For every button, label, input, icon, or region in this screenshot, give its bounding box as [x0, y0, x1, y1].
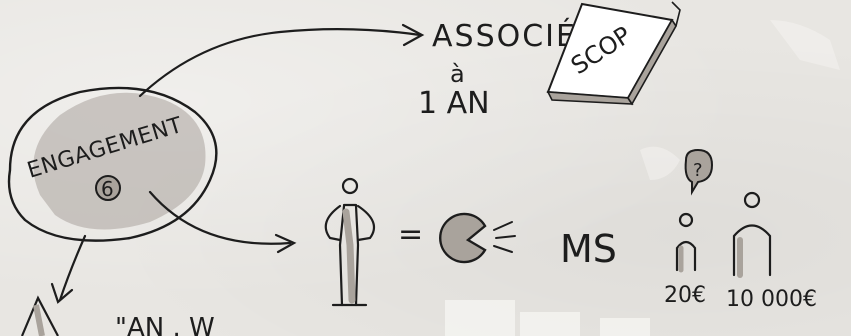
partial-figure — [22, 298, 58, 336]
question-mark: ? — [693, 160, 703, 181]
person-icon — [326, 179, 374, 305]
salary-low: 20€ — [664, 283, 706, 308]
ms-label: MS — [560, 227, 617, 271]
large-person-icon — [734, 193, 770, 275]
quote-partial: "AN . W — [115, 313, 215, 336]
salary-high: 10 000€ — [726, 287, 817, 312]
engagement-number-badge: 6 — [96, 176, 120, 201]
a-label: à — [450, 60, 465, 88]
one-year-label: 1 AN — [418, 86, 490, 121]
arrow-down-left — [52, 236, 85, 302]
small-person-icon — [677, 214, 695, 270]
associe-label: ASSOCIÉ — [432, 18, 577, 54]
pacman-icon — [440, 214, 515, 262]
engagement-number: 6 — [101, 177, 114, 201]
arrow-to-associe — [140, 25, 422, 96]
equals-sign: = — [398, 217, 423, 252]
